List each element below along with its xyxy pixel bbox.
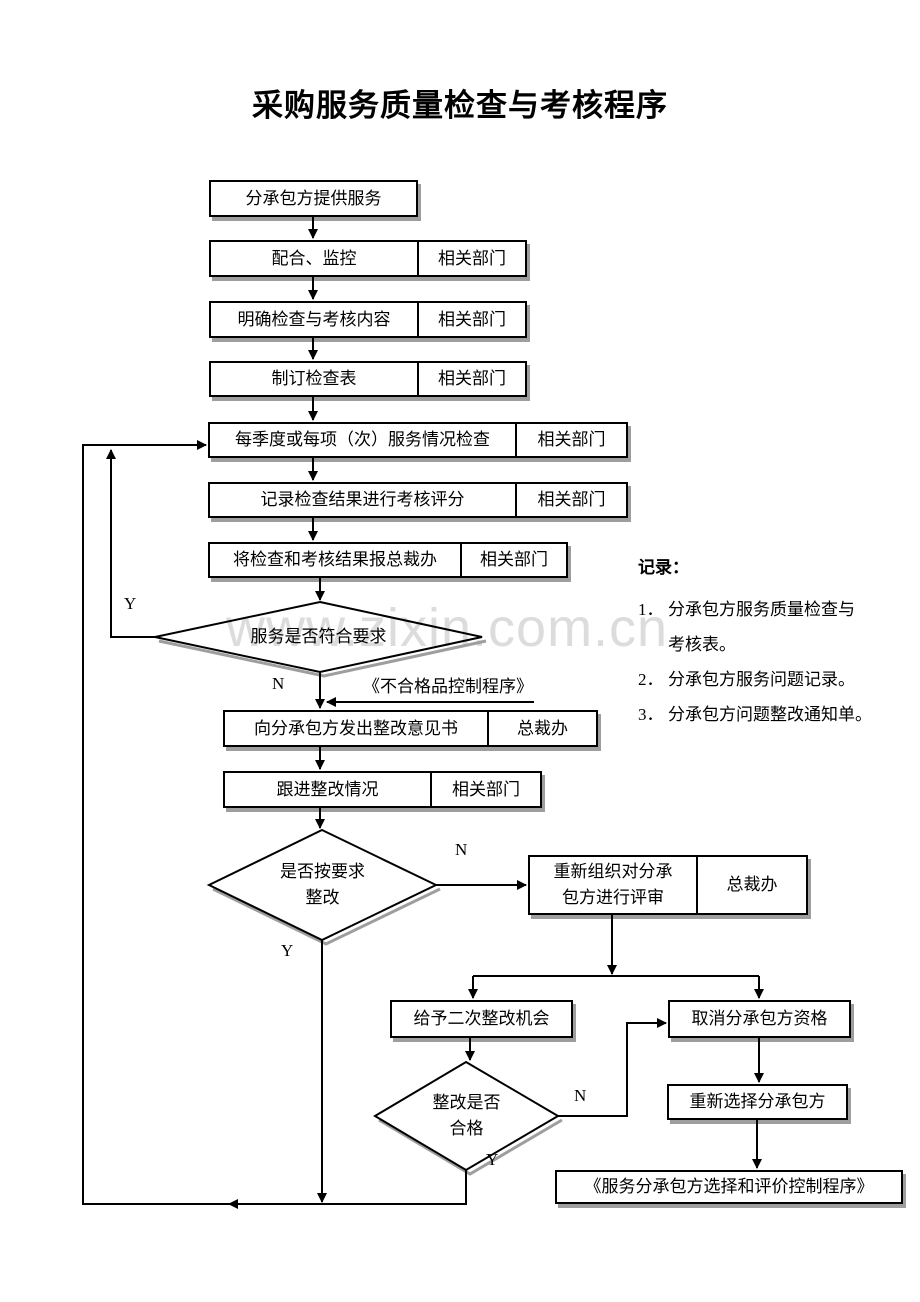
node-clarify-dept: 相关部门 bbox=[417, 303, 525, 336]
node-issue-label: 向分承包方发出整改意见书 bbox=[254, 718, 458, 738]
node-score: 记录检查结果进行考核评分 相关部门 bbox=[208, 482, 628, 518]
node-score-dept: 相关部门 bbox=[515, 484, 626, 516]
node-second-chance-label: 给予二次整改机会 bbox=[413, 1009, 550, 1028]
node-cooperate-dept: 相关部门 bbox=[417, 242, 525, 275]
node-second-chance: 给予二次整改机会 bbox=[390, 1000, 573, 1038]
node-ref-select-procedure: 《服务分承包方选择和评价控制程序》 bbox=[555, 1170, 903, 1204]
node-follow-dept: 相关部门 bbox=[430, 773, 540, 806]
node-cooperate: 配合、监控 相关部门 bbox=[209, 240, 527, 277]
decision-qualified-no-label: N bbox=[574, 1086, 587, 1105]
node-follow-label: 跟进整改情况 bbox=[276, 779, 379, 799]
records-item-num: 3． bbox=[638, 705, 664, 724]
node-score-label: 记录检查结果进行考核评分 bbox=[260, 490, 465, 509]
node-issue-dept: 总裁办 bbox=[487, 712, 596, 745]
node-follow: 跟进整改情况 相关部门 bbox=[223, 771, 542, 808]
records-item-num: 1． bbox=[638, 600, 664, 619]
records-item-text: 分承包方服务问题记录。 bbox=[668, 670, 855, 689]
records-item: 3． 分承包方问题整改通知单。 bbox=[638, 697, 908, 732]
records-item-num: 2． bbox=[638, 670, 664, 689]
page-title: 采购服务质量检查与考核程序 bbox=[252, 88, 668, 123]
ref-nonconform-label: 《不合格品控制程序》 bbox=[363, 677, 533, 696]
node-checklist-dept: 相关部门 bbox=[417, 363, 525, 395]
node-start-label: 分承包方提供服务 bbox=[245, 188, 382, 208]
decision-qualified-yes-label: Y bbox=[486, 1150, 499, 1169]
decision-rectify-label: 是否按要求 整改 bbox=[280, 862, 365, 907]
node-quarterly: 每季度或每项（次）服务情况检查 相关部门 bbox=[208, 422, 628, 458]
node-clarify: 明确检查与考核内容 相关部门 bbox=[209, 301, 527, 338]
node-start: 分承包方提供服务 bbox=[209, 180, 418, 217]
node-checklist-label: 制订检查表 bbox=[271, 369, 357, 388]
node-reselect-label: 重新选择分承包方 bbox=[689, 1092, 826, 1111]
decision-service-yes-label: Y bbox=[124, 594, 137, 613]
node-cooperate-label: 配合、监控 bbox=[271, 248, 357, 268]
records-item: 2． 分承包方服务问题记录。 bbox=[638, 662, 908, 697]
node-ref-select-label: 《服务分承包方选择和评价控制程序》 bbox=[584, 1177, 874, 1196]
node-reselect: 重新选择分承包方 bbox=[667, 1084, 848, 1120]
decision-service-label: 服务是否符合要求 bbox=[250, 627, 387, 646]
node-review-label: 重新组织对分承 包方进行评审 bbox=[553, 862, 673, 907]
node-quarterly-dept: 相关部门 bbox=[515, 424, 626, 456]
records-block: 记录： 1． 分承包方服务质量检查与 考核表。 2． 分承包方服务问题记录。 3… bbox=[638, 553, 872, 724]
decision-rectify-no-label: N bbox=[455, 840, 468, 859]
node-issue: 向分承包方发出整改意见书 总裁办 bbox=[223, 710, 598, 747]
decision-rectify-yes-label: Y bbox=[281, 941, 294, 960]
node-report: 将检查和考核结果报总裁办 相关部门 bbox=[208, 542, 568, 578]
node-report-label: 将检查和考核结果报总裁办 bbox=[233, 550, 437, 569]
records-item-text: 分承包方服务质量检查与 考核表。 bbox=[668, 600, 855, 654]
records-heading: 记录： bbox=[638, 558, 689, 577]
node-quarterly-label: 每季度或每项（次）服务情况检查 bbox=[235, 430, 490, 449]
decision-qualified-label: 整改是否 合格 bbox=[432, 1093, 501, 1138]
node-checklist: 制订检查表 相关部门 bbox=[209, 361, 527, 397]
records-item-text: 分承包方问题整改通知单。 bbox=[668, 705, 872, 724]
node-review-dept: 总裁办 bbox=[696, 857, 806, 913]
node-review: 重新组织对分承 包方进行评审 总裁办 bbox=[528, 855, 808, 915]
node-report-dept: 相关部门 bbox=[460, 544, 566, 576]
node-cancel-label: 取消分承包方资格 bbox=[691, 1009, 828, 1028]
node-clarify-label: 明确检查与考核内容 bbox=[237, 309, 391, 329]
decision-service-no-label: N bbox=[272, 674, 285, 693]
records-list: 1． 分承包方服务质量检查与 考核表。 2． 分承包方服务问题记录。 3． 分承… bbox=[638, 592, 908, 732]
records-item: 1． 分承包方服务质量检查与 考核表。 bbox=[638, 592, 908, 662]
node-cancel: 取消分承包方资格 bbox=[668, 1000, 851, 1038]
